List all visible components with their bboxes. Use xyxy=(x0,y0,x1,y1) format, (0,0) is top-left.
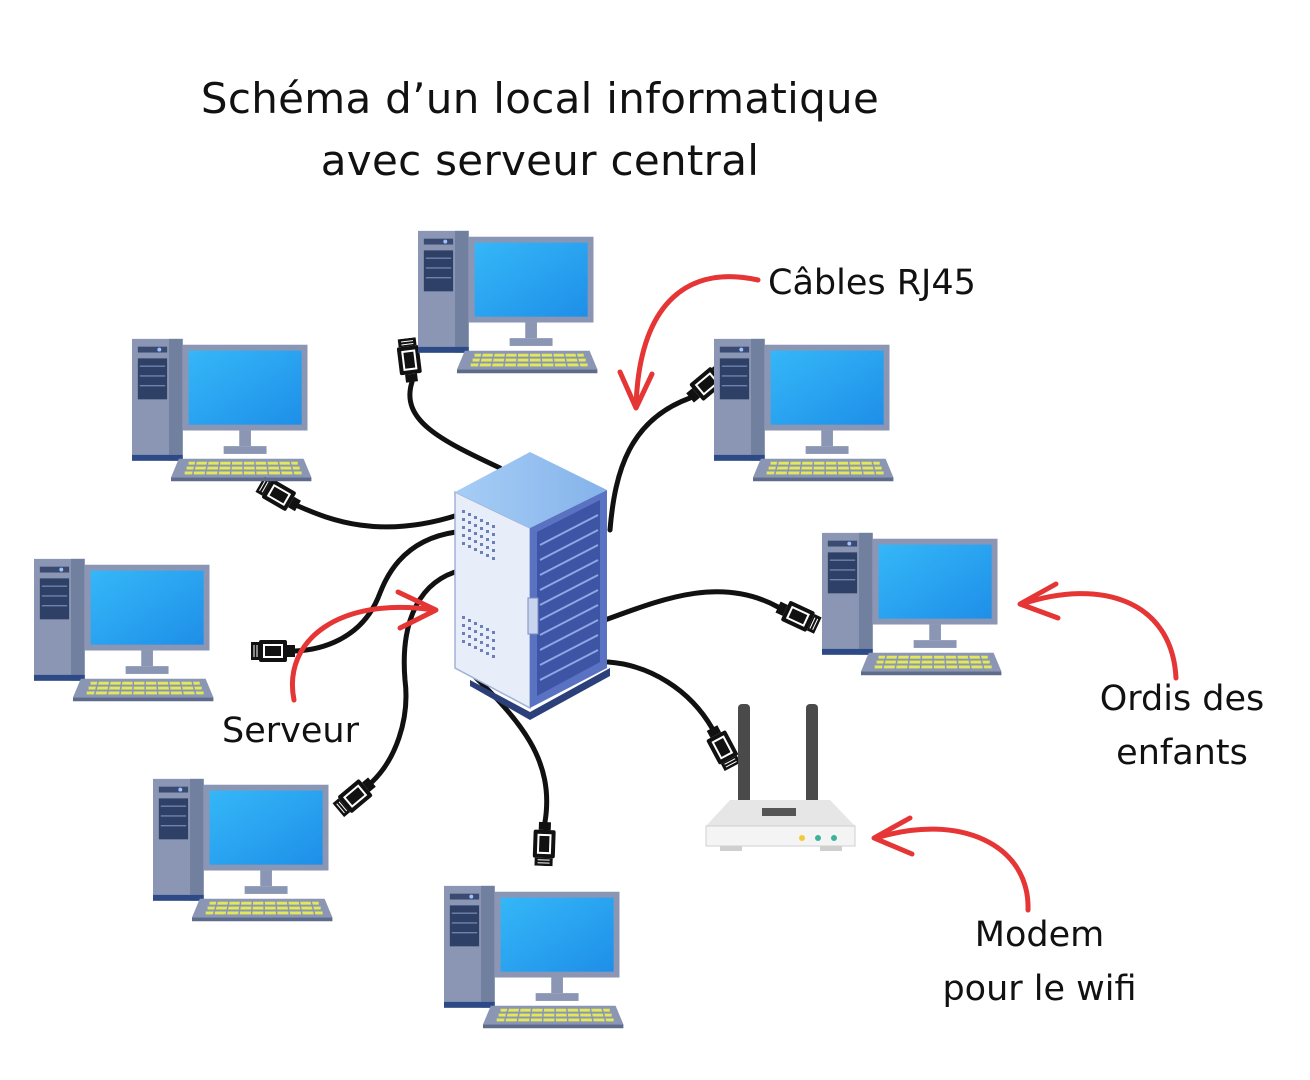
cable-top xyxy=(407,379,503,471)
connector-icon xyxy=(251,639,295,663)
title-line-2: avec serveur central xyxy=(320,136,760,185)
connector-icon xyxy=(701,722,743,773)
arrow-cables-icon xyxy=(617,274,761,411)
label-server: Serveur xyxy=(222,704,359,758)
label-modem: Modem pour le wifi xyxy=(922,908,1157,1017)
label-cables-text: Câbles RJ45 xyxy=(768,263,976,303)
computer-icon xyxy=(153,778,334,922)
label-modem-line-1: Modem xyxy=(974,915,1105,955)
arrow-computers-icon xyxy=(1017,581,1179,681)
label-modem-line-2: pour le wifi xyxy=(942,969,1137,1010)
computer-icon xyxy=(444,885,625,1029)
cable-upper-right xyxy=(607,395,693,533)
connector-icon xyxy=(531,821,557,867)
computer-icon xyxy=(418,230,599,374)
cable-upper-left xyxy=(295,503,461,530)
computer-icon xyxy=(132,338,313,482)
computer-icon xyxy=(34,558,215,702)
cable-lower-left xyxy=(369,567,465,785)
cable-left xyxy=(292,529,459,654)
cable-bottom xyxy=(467,669,550,825)
wifi-router-icon xyxy=(705,704,856,851)
annotation-arrows xyxy=(290,274,1179,913)
label-cables: Câbles RJ45 xyxy=(768,256,976,310)
label-computers: Ordis des enfants xyxy=(1082,672,1282,781)
server-rack-icon xyxy=(454,452,610,720)
label-computers-line-1: Ordis des xyxy=(1099,679,1265,719)
connector-icon xyxy=(772,596,823,637)
label-computers-line-2: enfants xyxy=(1116,733,1248,774)
rj45-cables xyxy=(292,379,781,825)
computer-icon xyxy=(822,532,1003,676)
computer-icon xyxy=(714,338,895,482)
cable-right xyxy=(602,589,781,623)
cable-lower-right xyxy=(605,659,715,731)
arrow-modem-icon xyxy=(871,815,1031,913)
title-line-1: Schéma d’un local informatique xyxy=(200,74,880,123)
label-server-text: Serveur xyxy=(222,711,359,751)
arrow-server-icon xyxy=(290,589,439,703)
